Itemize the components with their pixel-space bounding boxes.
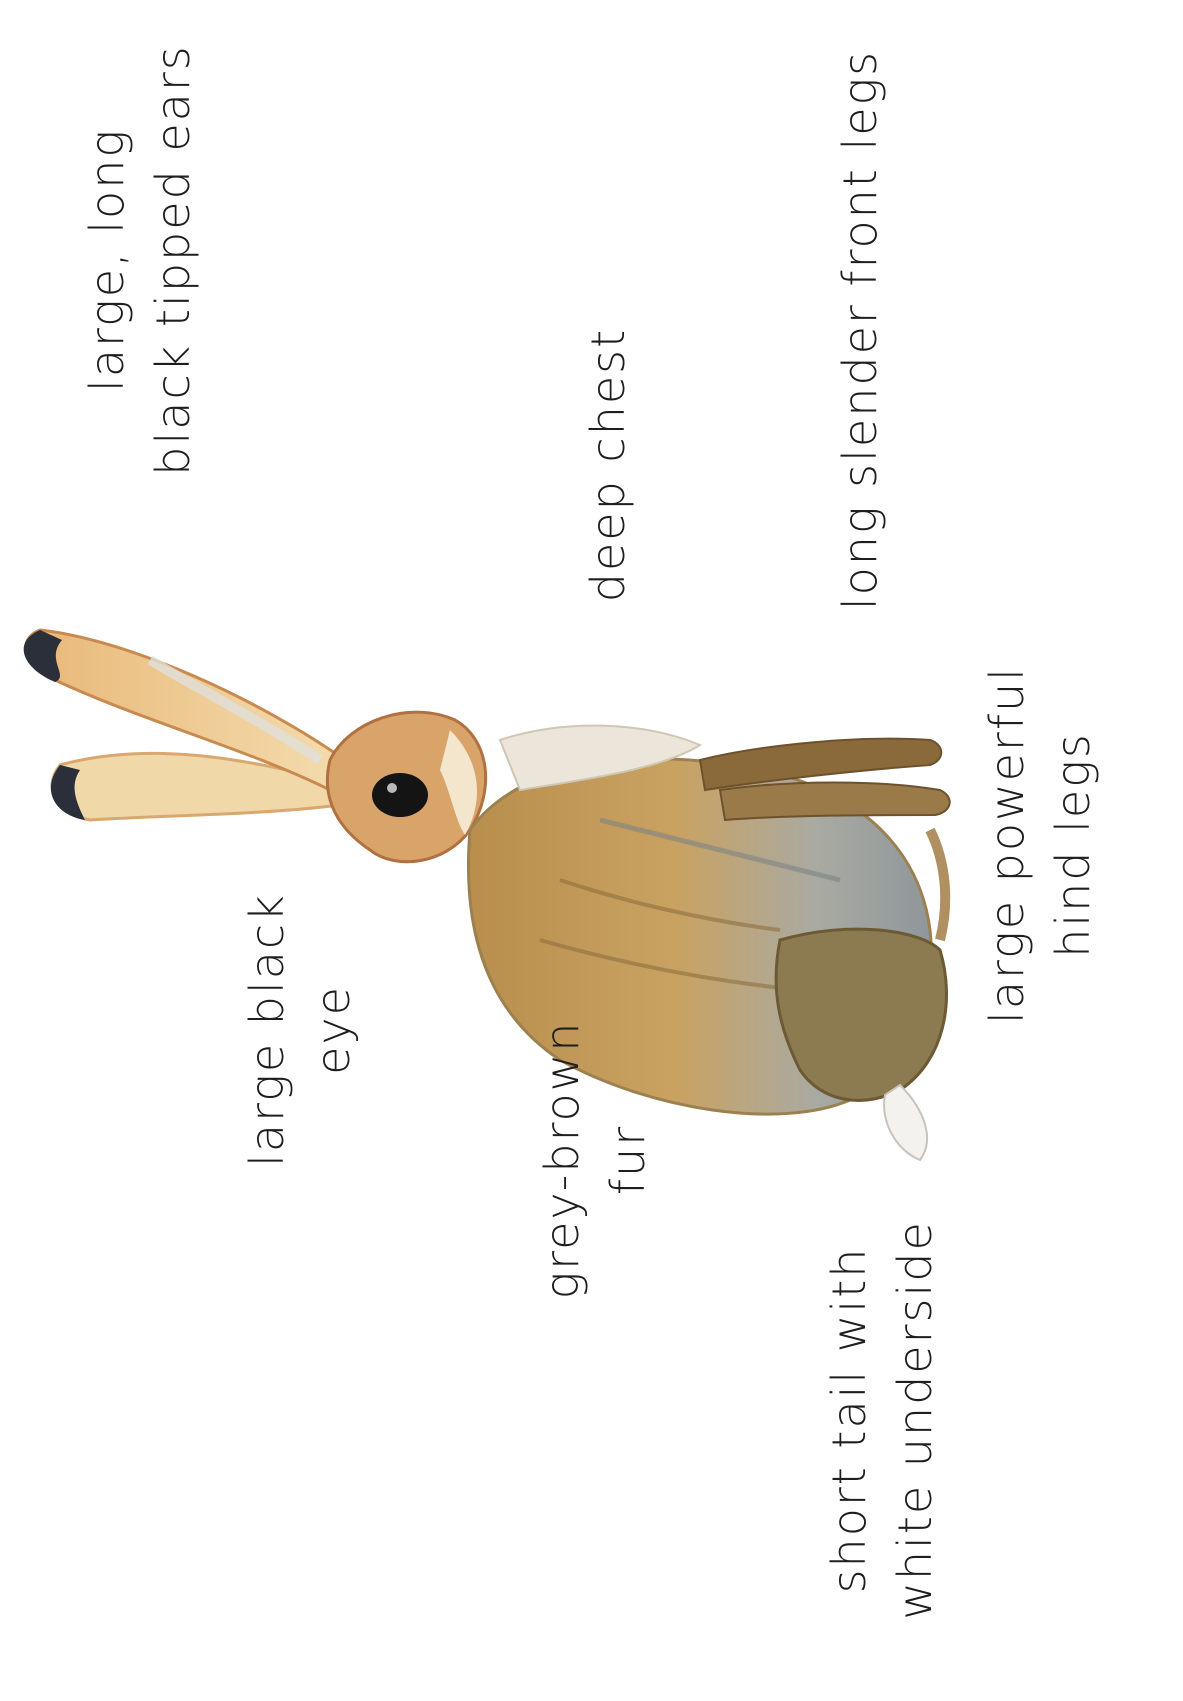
label-ears-line-2: black tipped ears [140, 44, 206, 475]
label-fur-line-2: fur [595, 1021, 661, 1300]
label-hind-legs-line-1: large powerful [974, 666, 1040, 1024]
label-fur-line-1: grey-brown [529, 1021, 595, 1300]
label-tail: short tail with white underside [816, 1220, 948, 1619]
hind-leg [776, 929, 946, 1100]
label-front-legs: long slender front legs [827, 50, 893, 610]
label-fur: grey-brown fur [529, 1021, 661, 1300]
front-leg-2 [720, 783, 950, 821]
tail [884, 1085, 927, 1160]
label-eye-line-1: large black [234, 893, 300, 1167]
label-ears: large, long black tipped ears [74, 44, 206, 475]
label-front-legs-line-1: long slender front legs [827, 50, 893, 610]
label-ears-line-1: large, long [74, 44, 140, 475]
label-hind-legs-line-2: hind legs [1040, 666, 1106, 1024]
label-tail-line-2: white underside [882, 1220, 948, 1619]
label-hind-legs: large powerful hind legs [974, 666, 1106, 1024]
label-chest: deep chest [575, 328, 641, 602]
label-eye-line-2: eye [300, 893, 366, 1167]
label-tail-line-1: short tail with [816, 1220, 882, 1619]
eye [372, 773, 428, 817]
label-eye: large black eye [234, 893, 366, 1167]
label-chest-line-1: deep chest [575, 328, 641, 602]
